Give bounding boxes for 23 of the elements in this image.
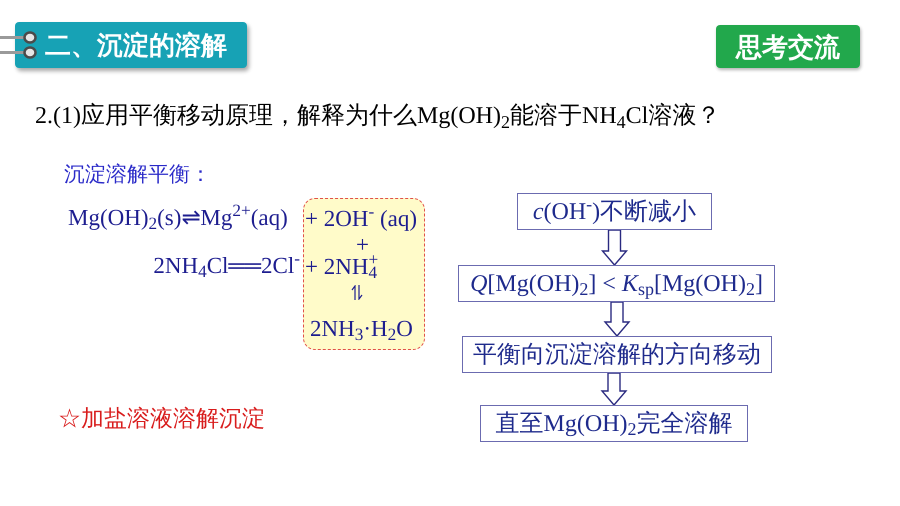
process-box [462, 336, 772, 373]
title-banner [15, 22, 247, 68]
process-box [517, 193, 712, 230]
hollow-arrow [600, 229, 628, 266]
section-title: 二、沉淀的溶解 [45, 32, 227, 58]
step-text: c(OH$^{-}$)不断减小 [532, 200, 696, 224]
highlight-box [303, 198, 425, 350]
equation-text: Mg(OH)$_{2}$(s)⇌Mg$^{2+}$(aq) [68, 204, 288, 232]
note-text: ☆加盐溶液溶解沉淀 [58, 404, 265, 433]
step-text: 平衡向沉淀溶解的方向移动 [473, 342, 761, 366]
tag-text: 思考交流 [736, 34, 840, 60]
step-text: 直至Mg(OH)$_{2}$完全溶解 [496, 412, 732, 436]
equation-term: + 2OH$^{-}$ (aq) [305, 205, 417, 233]
equation-text: 2NH$_{4}$Cl══2Cl$^{-}$ [153, 252, 300, 280]
question-text: 2.(1)应用平衡移动原理，解释为什么Mg(OH)$_{2}$能溶于NH$_{4}$Cl溶液？ [35, 102, 720, 132]
hollow-arrow [603, 301, 631, 338]
process-box [480, 405, 748, 442]
section-heading: 沉淀溶解平衡： [64, 162, 211, 188]
process-box [458, 265, 775, 302]
hollow-arrow [600, 372, 628, 406]
discussion-tag [716, 25, 860, 68]
equation-term: 2NH$_{3}$·H$_{2}$O [310, 315, 413, 343]
plus-sign: + [356, 231, 369, 258]
